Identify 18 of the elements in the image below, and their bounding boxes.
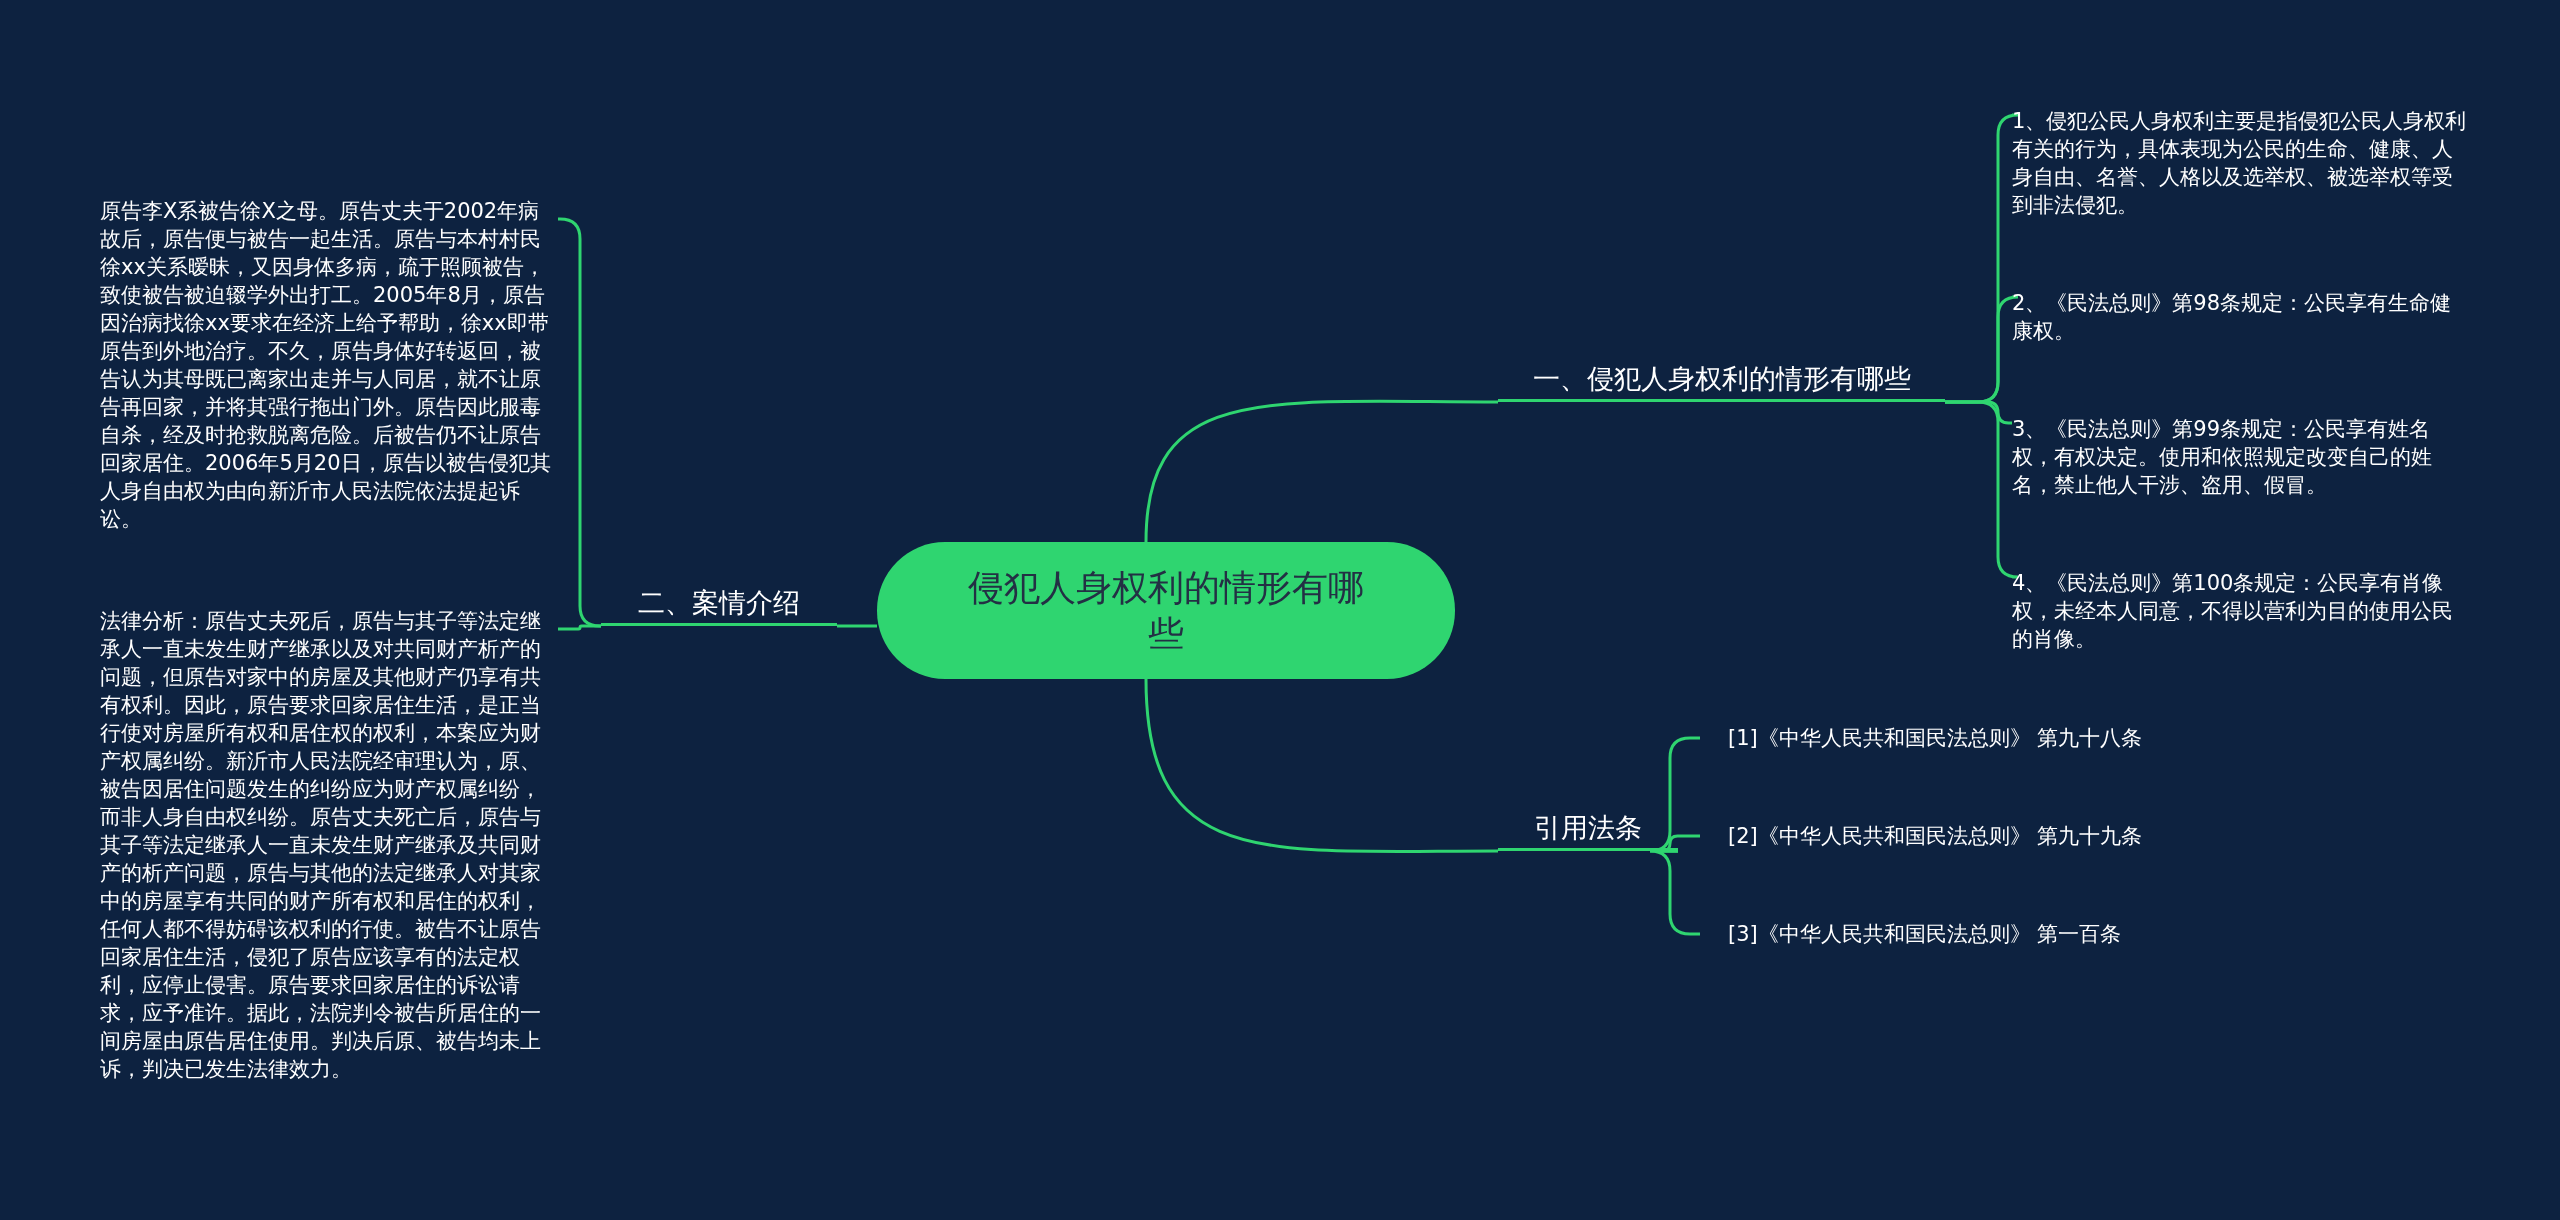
connector-line xyxy=(1648,849,1700,936)
note-text: 4、《民法总则》第100条规定：公民享有肖像权，未经本人同意，不得以营利为目的使用公民的肖像。 xyxy=(2012,569,2472,653)
connector-line xyxy=(1144,399,1498,543)
citation-text: [2]《中华人民共和国民法总则》 第九十九条 xyxy=(1700,822,2220,850)
citation-text: [3]《中华人民共和国民法总则》 第一百条 xyxy=(1700,920,2220,948)
central-topic: 侵犯人身权利的情形有哪些 xyxy=(877,542,1455,679)
note-text: 原告李X系被告徐X之母。原告丈夫于2002年病故后，原告便与被告一起生活。原告与本村村民徐xx关系暧昧，又因身体多病，疏于照顾被告，致使被告被迫辍学外出打工。2005年8月，原告因治病找徐xx要求在经济上给予帮助，徐xx即带原告到外地治疗。不久，原告身体好转返回，被告认为其母既已离家出走并与人同居，就不让原告再回家，并将其强行拖出门外。原告因此服毒自杀，经及时抢救脱离危险。后被告仍不让原告回家居住。2006年5月20日，原告以被告侵犯其人身自由权为由向新沂市人民法院依法提起诉讼。 xyxy=(100,197,558,533)
connector-line xyxy=(1144,678,1498,854)
connector-line xyxy=(837,624,877,628)
note-text: 1、侵犯公民人身权利主要是指侵犯公民人身权利有关的行为，具体表现为公民的生命、健康、人身自由、名誉、人格以及选举权、被选举权等受到非法侵犯。 xyxy=(2012,107,2472,219)
branch-topic: 二、案情介绍 xyxy=(601,586,837,626)
citation-text: [1]《中华人民共和国民法总则》 第九十八条 xyxy=(1700,724,2220,752)
branch-topic: 一、侵犯人身权利的情形有哪些 xyxy=(1498,362,1945,402)
connector-line xyxy=(558,624,601,631)
branch-topic: 引用法条 xyxy=(1498,811,1678,851)
note-text: 3、《民法总则》第99条规定：公民享有姓名权，有权决定。使用和依照规定改变自己的姓名，禁止他人干涉、盗用、假冒。 xyxy=(2012,415,2472,499)
note-text: 法律分析：原告丈夫死后，原告与其子等法定继承人一直未发生财产继承以及对共同财产析产的问题，但原告对家中的房屋及其他财产仍享有共有权利。因此，原告要求回家居住生活，是正当行使对房屋所有权和居住权的权利，本案应为财产权属纠纷。新沂市人民法院经审理认为，原、被告因居住问题发生的纠纷应为财产权属纠纷，而非人身自由权纠纷。原告丈夫死亡后，原告与其子等法定继承人一直未发生财产继承及共同财产的析产问题，原告与其他的法定继承人对其家中的房屋享有共同的财产所有权和居住的权利，任何人都不得妨碍该权利的行使。被告不让原告回家居住生活，侵犯了原告应该享有的法定权利，应停止侵害。原告要求回家居住的诉讼请求，应予准许。据此，法院判令被告所居住的一间房屋由原告居住使用。判决后原、被告均未上诉，判决已发生法律效力。 xyxy=(100,607,558,1111)
note-text: 2、《民法总则》第98条规定：公民享有生命健康权。 xyxy=(2012,289,2472,345)
